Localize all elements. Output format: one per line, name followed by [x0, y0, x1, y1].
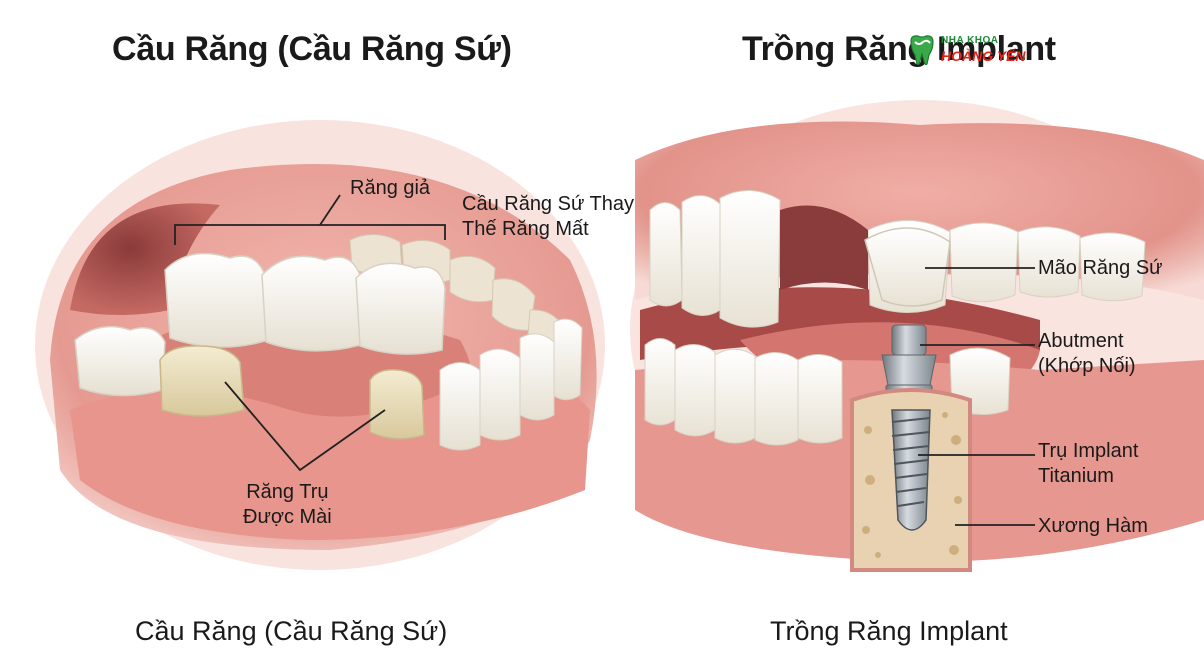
- bridge-leader-lines: [174, 194, 446, 472]
- bridge-title: Cầu Răng (Cầu Răng Sứ): [112, 30, 512, 68]
- implant-drawing: [630, 100, 1204, 572]
- missing-tooth-gap: [780, 205, 868, 290]
- logo-line-1: NHA KHOA: [941, 35, 999, 46]
- titanium-implant-post: [891, 409, 931, 531]
- implant-caption: Trồng Răng Implant: [770, 616, 1008, 646]
- crown-label: Mão Răng Sứ: [1038, 257, 1163, 279]
- pontic-label: Răng giả: [350, 177, 431, 199]
- abutment-teeth-label: Răng Trụ Được Mài: [243, 481, 332, 528]
- implant-title: Trồng Răng Implant: [742, 30, 1056, 68]
- implant-post-label: Trụ Implant Titanium: [1038, 440, 1139, 487]
- jaw-bone-label: Xương Hàm: [1038, 515, 1148, 537]
- tooth-logo-icon: [910, 35, 934, 66]
- implant-crown: [864, 227, 951, 307]
- bone-texture: [862, 412, 962, 558]
- bridge-illustration: Răng giả Cầu Răng Sứ Thay Thế Răng Mất R…: [30, 110, 634, 590]
- implant-illustration: Mão Răng Sứ Abutment (Khớp Nối) Trụ Impl…: [620, 100, 1204, 590]
- prepared-abutment-left: [159, 345, 245, 417]
- bridge-caption: Cầu Răng (Cầu Răng Sứ): [135, 616, 448, 646]
- molar-tooth: [74, 325, 166, 397]
- bridge-label: Cầu Răng Sứ Thay Thế Răng Mất: [462, 193, 635, 240]
- implant-leader-lines: [918, 267, 1035, 526]
- logo-line-2: HOÀNG YẾN: [941, 48, 1026, 64]
- bridge-drawing: [35, 120, 605, 570]
- lower-teeth-row: [644, 338, 1011, 446]
- abutment-label: Abutment (Khớp Nối): [1038, 330, 1136, 377]
- porcelain-bridge: [164, 252, 446, 355]
- mouth-cavity: [70, 203, 220, 315]
- front-lower-teeth: [439, 318, 583, 451]
- clinic-logo: NHA KHOA HOÀNG YẾN: [905, 33, 1035, 69]
- prepared-abutment-right: [369, 368, 425, 440]
